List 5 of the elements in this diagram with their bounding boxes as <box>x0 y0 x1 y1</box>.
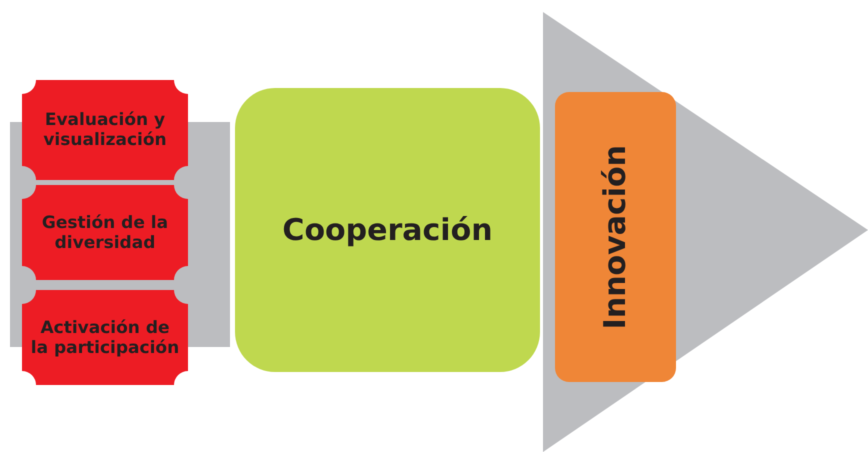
box-label: Activación de la participación <box>30 318 180 358</box>
vertical-label: Innovación <box>598 144 633 330</box>
box-label: Gestión de la diversidad <box>40 212 170 252</box>
box-label: Evaluación y visualización <box>42 110 168 150</box>
box-label: Cooperación <box>281 212 494 248</box>
